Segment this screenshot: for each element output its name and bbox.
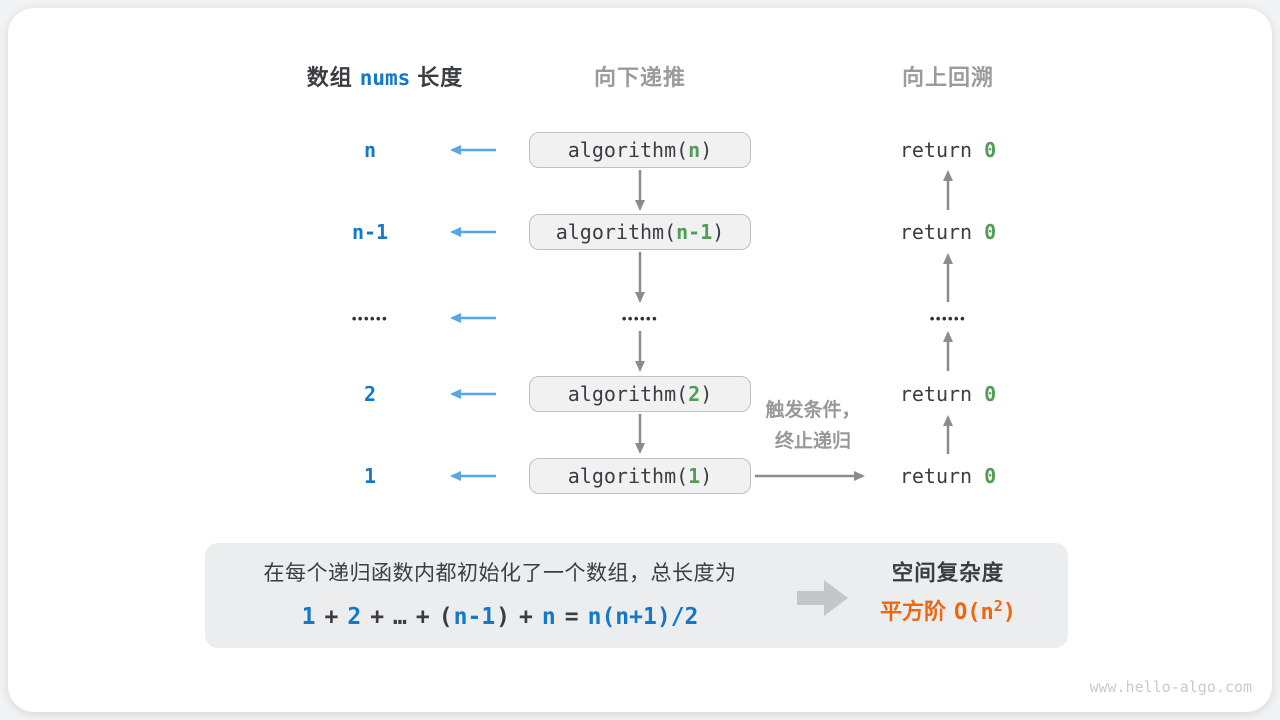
call-box-n: algorithm(n) bbox=[529, 132, 751, 168]
length-label-1: 1 bbox=[363, 464, 377, 488]
annotation-line2: 终止递归 bbox=[774, 430, 851, 452]
annotation-base-case: 触发条件， 终止递归 bbox=[760, 396, 866, 457]
complexity-big-o-close: ) bbox=[1002, 600, 1017, 625]
call-suffix: ) bbox=[700, 464, 713, 488]
call-box-2: algorithm(2) bbox=[529, 376, 751, 412]
recurse-ellipsis: •••••• bbox=[621, 311, 659, 326]
formula-token: n bbox=[541, 604, 556, 630]
return-keyword: return bbox=[899, 464, 973, 488]
call-suffix: ) bbox=[712, 220, 725, 244]
formula-token: + bbox=[324, 604, 339, 630]
formula-token: = bbox=[564, 604, 579, 630]
return-value: 0 bbox=[984, 220, 997, 244]
call-suffix: ) bbox=[700, 382, 713, 406]
formula-token: ) bbox=[496, 604, 511, 630]
formula-token: + bbox=[415, 604, 430, 630]
call-arg: 2 bbox=[688, 382, 701, 406]
implies-arrow-icon bbox=[797, 580, 848, 616]
call-prefix: algorithm( bbox=[567, 382, 689, 406]
summary-formula: 1 +2 + … + (n-1) + n = n(n+1)/2 bbox=[215, 600, 785, 634]
call-arg: n bbox=[688, 138, 701, 162]
formula-token: n-1 bbox=[453, 604, 496, 630]
return-value: 0 bbox=[984, 382, 997, 406]
call-box-1: algorithm(1) bbox=[529, 458, 751, 494]
return-keyword: return bbox=[899, 382, 973, 406]
complexity-value: 平方阶 O(n2) bbox=[848, 597, 1048, 629]
summary-text: 在每个递归函数内都初始化了一个数组，总长度为 bbox=[263, 562, 737, 585]
formula-token: 1 bbox=[301, 604, 316, 630]
watermark-url: www.hello-algo.com bbox=[1089, 678, 1252, 696]
backtrack-ellipsis: •••••• bbox=[929, 311, 967, 326]
return-value: 0 bbox=[984, 464, 997, 488]
call-arg: 1 bbox=[688, 464, 701, 488]
length-label-n: n bbox=[363, 138, 377, 162]
call-suffix: ) bbox=[700, 138, 713, 162]
header-nums-code: nums bbox=[359, 66, 411, 90]
annotation-line1: 触发条件， bbox=[765, 400, 861, 421]
return-stmt-2: return 0 bbox=[850, 218, 1046, 246]
formula-token: ( bbox=[438, 604, 453, 630]
return-stmt-4: return 0 bbox=[850, 462, 1046, 490]
header-array-length-prefix: 数组 bbox=[306, 65, 353, 90]
formula-token: … bbox=[393, 604, 407, 630]
return-stmt-1: return 0 bbox=[850, 136, 1046, 164]
length-ellipsis: •••••• bbox=[351, 311, 389, 326]
complexity-title: 空间复杂度 bbox=[891, 561, 1005, 585]
call-arg: n-1 bbox=[676, 220, 713, 244]
formula-token: + bbox=[370, 604, 385, 630]
return-keyword: return bbox=[899, 138, 973, 162]
formula-token: n(n+1)/2 bbox=[587, 604, 699, 630]
return-stmt-3: return 0 bbox=[850, 380, 1046, 408]
complexity-exponent: 2 bbox=[993, 597, 1003, 615]
call-prefix: algorithm( bbox=[567, 464, 689, 488]
complexity-big-o-open: O(n bbox=[953, 600, 994, 625]
return-keyword: return bbox=[899, 220, 973, 244]
header-recurse: 向下递推 bbox=[593, 65, 686, 90]
formula-token: + bbox=[519, 604, 533, 630]
header-array-length-suffix: 长度 bbox=[417, 65, 464, 90]
call-prefix: algorithm( bbox=[567, 138, 689, 162]
formula-token: 2 bbox=[347, 604, 362, 630]
length-label-n-1: n-1 bbox=[351, 220, 389, 244]
summary-panel bbox=[205, 543, 1068, 648]
header-backtrack: 向上回溯 bbox=[901, 65, 994, 90]
return-value: 0 bbox=[984, 138, 997, 162]
call-box-n-1: algorithm(n-1) bbox=[529, 214, 751, 250]
length-label-2: 2 bbox=[363, 382, 377, 406]
complexity-order-label: 平方阶 bbox=[879, 599, 946, 624]
call-prefix: algorithm( bbox=[555, 220, 677, 244]
